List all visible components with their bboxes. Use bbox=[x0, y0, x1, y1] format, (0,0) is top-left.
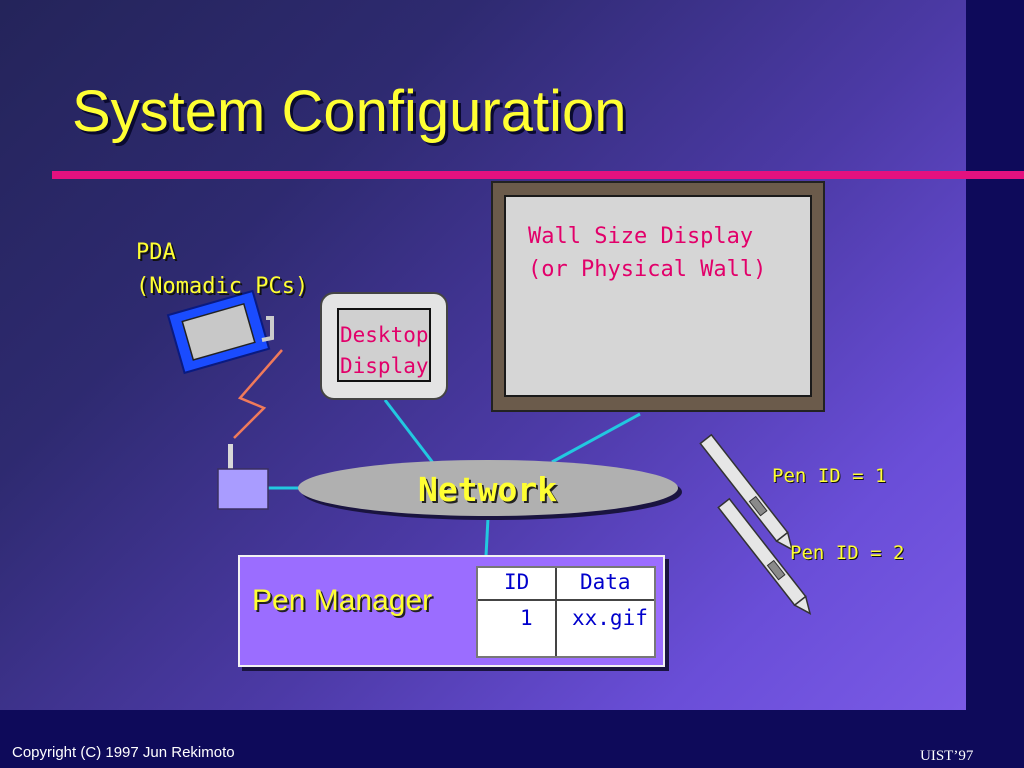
slide-title: System Configuration bbox=[72, 79, 627, 144]
pda-label: PDA (Nomadic PCs) bbox=[136, 236, 308, 304]
wall-display-label-line2: (or Physical Wall) bbox=[528, 257, 767, 282]
table-header-id: ID bbox=[504, 570, 530, 594]
desktop-network-link bbox=[383, 399, 442, 473]
slide-footer-band bbox=[0, 710, 1024, 768]
wireless-link-icon bbox=[233, 349, 283, 439]
wall-network-link bbox=[551, 412, 641, 464]
pen-1-icon bbox=[699, 433, 794, 551]
base-station-icon bbox=[217, 468, 269, 510]
desktop-display-label-line2: Display bbox=[340, 354, 429, 378]
footer-conference: UIST’97 bbox=[920, 748, 974, 764]
manager-network-link bbox=[484, 517, 490, 557]
desktop-display-screen bbox=[337, 308, 431, 382]
pen-1-label: Pen ID = 1 bbox=[772, 465, 887, 487]
pda-label-line1: PDA bbox=[136, 240, 176, 265]
pda-label-line2: (Nomadic PCs) bbox=[136, 274, 309, 299]
pen-2-icon bbox=[717, 497, 812, 615]
wall-display-label: Wall Size Display (or Physical Wall) bbox=[528, 220, 766, 286]
table-header-data: Data bbox=[580, 570, 631, 594]
pen-2-label: Pen ID = 2 bbox=[790, 542, 905, 564]
wall-display-screen bbox=[504, 195, 812, 397]
title-divider bbox=[52, 171, 1024, 179]
pen-manager-table: ID Data 1 xx.gif bbox=[476, 566, 656, 658]
network-label: Network bbox=[418, 470, 558, 509]
wall-display bbox=[491, 181, 825, 412]
desktop-display-label: Desktop Display bbox=[340, 320, 429, 382]
desktop-display bbox=[320, 292, 448, 400]
footer-copyright: Copyright (C) 1997 Jun Rekimoto bbox=[12, 744, 235, 761]
slide-right-band bbox=[966, 0, 1024, 768]
base-station-antenna bbox=[228, 444, 233, 470]
table-header-divider bbox=[478, 599, 654, 601]
pen-manager-label: Pen Manager bbox=[252, 584, 433, 617]
wall-display-label-line1: Wall Size Display bbox=[528, 224, 754, 249]
table-cell-id: 1 bbox=[520, 606, 533, 630]
table-column-divider bbox=[555, 568, 557, 656]
table-cell-data: xx.gif bbox=[572, 606, 648, 630]
network-ellipse bbox=[298, 460, 678, 516]
desktop-display-label-line1: Desktop bbox=[340, 323, 429, 347]
